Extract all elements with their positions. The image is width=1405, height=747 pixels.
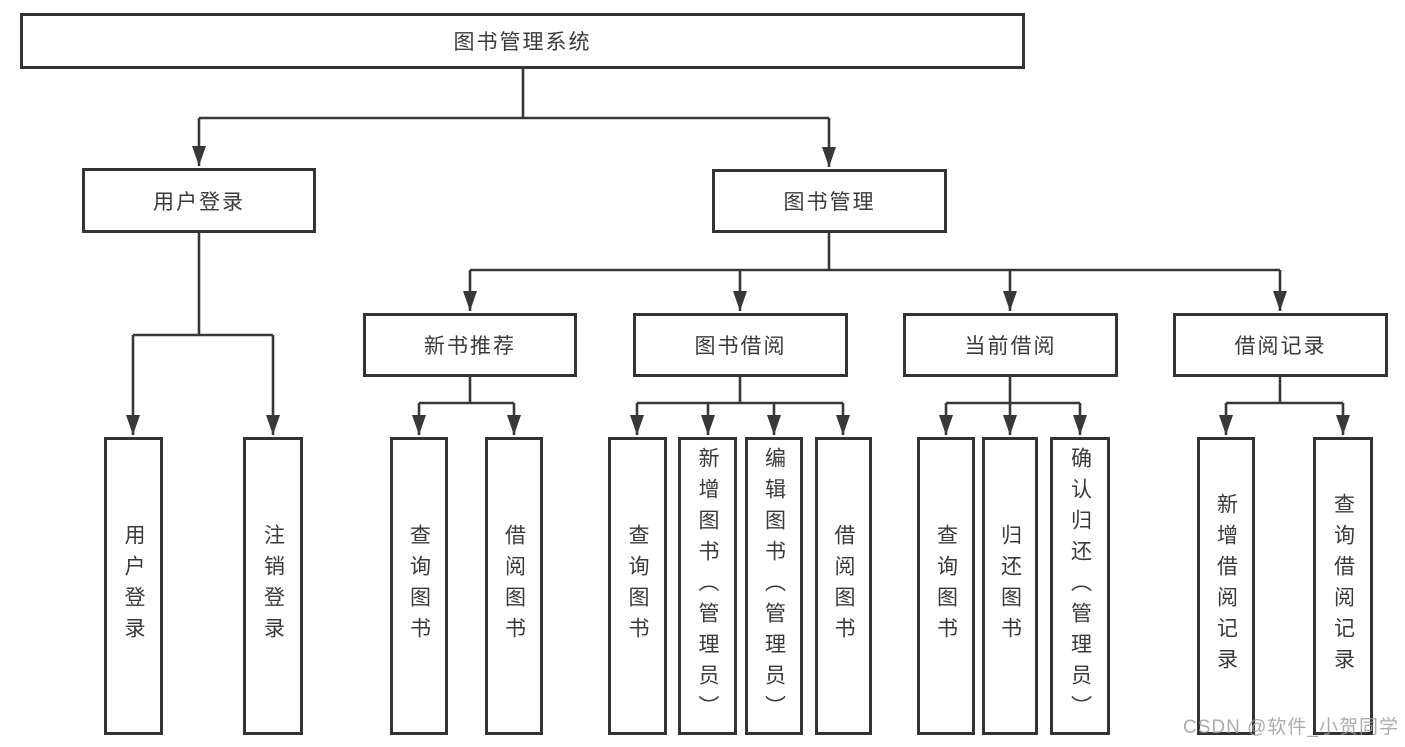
node-user-login: 用户登录 [82, 168, 316, 233]
node-library-management-system: 图书管理系统 [20, 13, 1025, 69]
node-label: 编辑图书（管理员） [762, 446, 786, 726]
node-label: 借阅记录 [1234, 335, 1327, 358]
node-book-management: 图书管理 [712, 169, 947, 233]
node-new-book-recommend: 新书推荐 [363, 313, 577, 377]
leaf-return-book: 归还图书 [982, 437, 1038, 735]
leaf-borrow-books-recommend: 借阅图书 [485, 437, 543, 735]
leaf-query-books-recommend: 查询图书 [390, 437, 448, 735]
node-label: 借阅图书 [502, 524, 526, 648]
node-label: 查询图书 [626, 524, 649, 648]
leaf-edit-book-admin: 编辑图书（管理员） [745, 437, 803, 735]
leaf-add-book-admin: 新增图书（管理员） [678, 437, 737, 735]
leaf-confirm-return-admin: 确认归还（管理员） [1050, 437, 1110, 735]
leaf-query-books-current: 查询图书 [917, 437, 975, 735]
node-label: 归还图书 [998, 524, 1022, 648]
node-label: 图书借阅 [694, 335, 787, 358]
leaf-add-borrow-record: 新增借阅记录 [1197, 437, 1255, 735]
leaf-query-books-borrowing: 查询图书 [608, 437, 667, 735]
leaf-user-login: 用户登录 [104, 437, 163, 735]
node-borrow-records: 借阅记录 [1173, 313, 1388, 377]
node-label: 查询图书 [934, 524, 958, 648]
leaf-borrow-books-borrowing: 借阅图书 [815, 437, 872, 735]
node-label: 用户登录 [122, 524, 145, 648]
node-label: 用户登录 [153, 190, 245, 214]
node-current-borrowing: 当前借阅 [903, 313, 1118, 377]
node-label: 新增图书（管理员） [696, 446, 719, 726]
node-label: 查询图书 [407, 524, 431, 648]
leaf-query-borrow-record: 查询借阅记录 [1313, 437, 1373, 735]
node-book-borrowing: 图书借阅 [633, 313, 848, 377]
node-label: 借阅图书 [832, 524, 855, 648]
watermark: CSDN @软件_小贺同学 [1183, 717, 1399, 738]
node-label: 查询借阅记录 [1331, 493, 1355, 679]
leaf-logout-login: 注销登录 [243, 437, 303, 735]
node-label: 注销登录 [261, 524, 285, 648]
node-label: 图书管理系统 [453, 31, 592, 54]
node-label: 确认归还（管理员） [1068, 446, 1092, 726]
node-label: 新增借阅记录 [1214, 493, 1238, 679]
node-label: 当前借阅 [964, 335, 1057, 358]
node-label: 新书推荐 [424, 335, 516, 358]
node-label: 图书管理 [783, 191, 876, 214]
